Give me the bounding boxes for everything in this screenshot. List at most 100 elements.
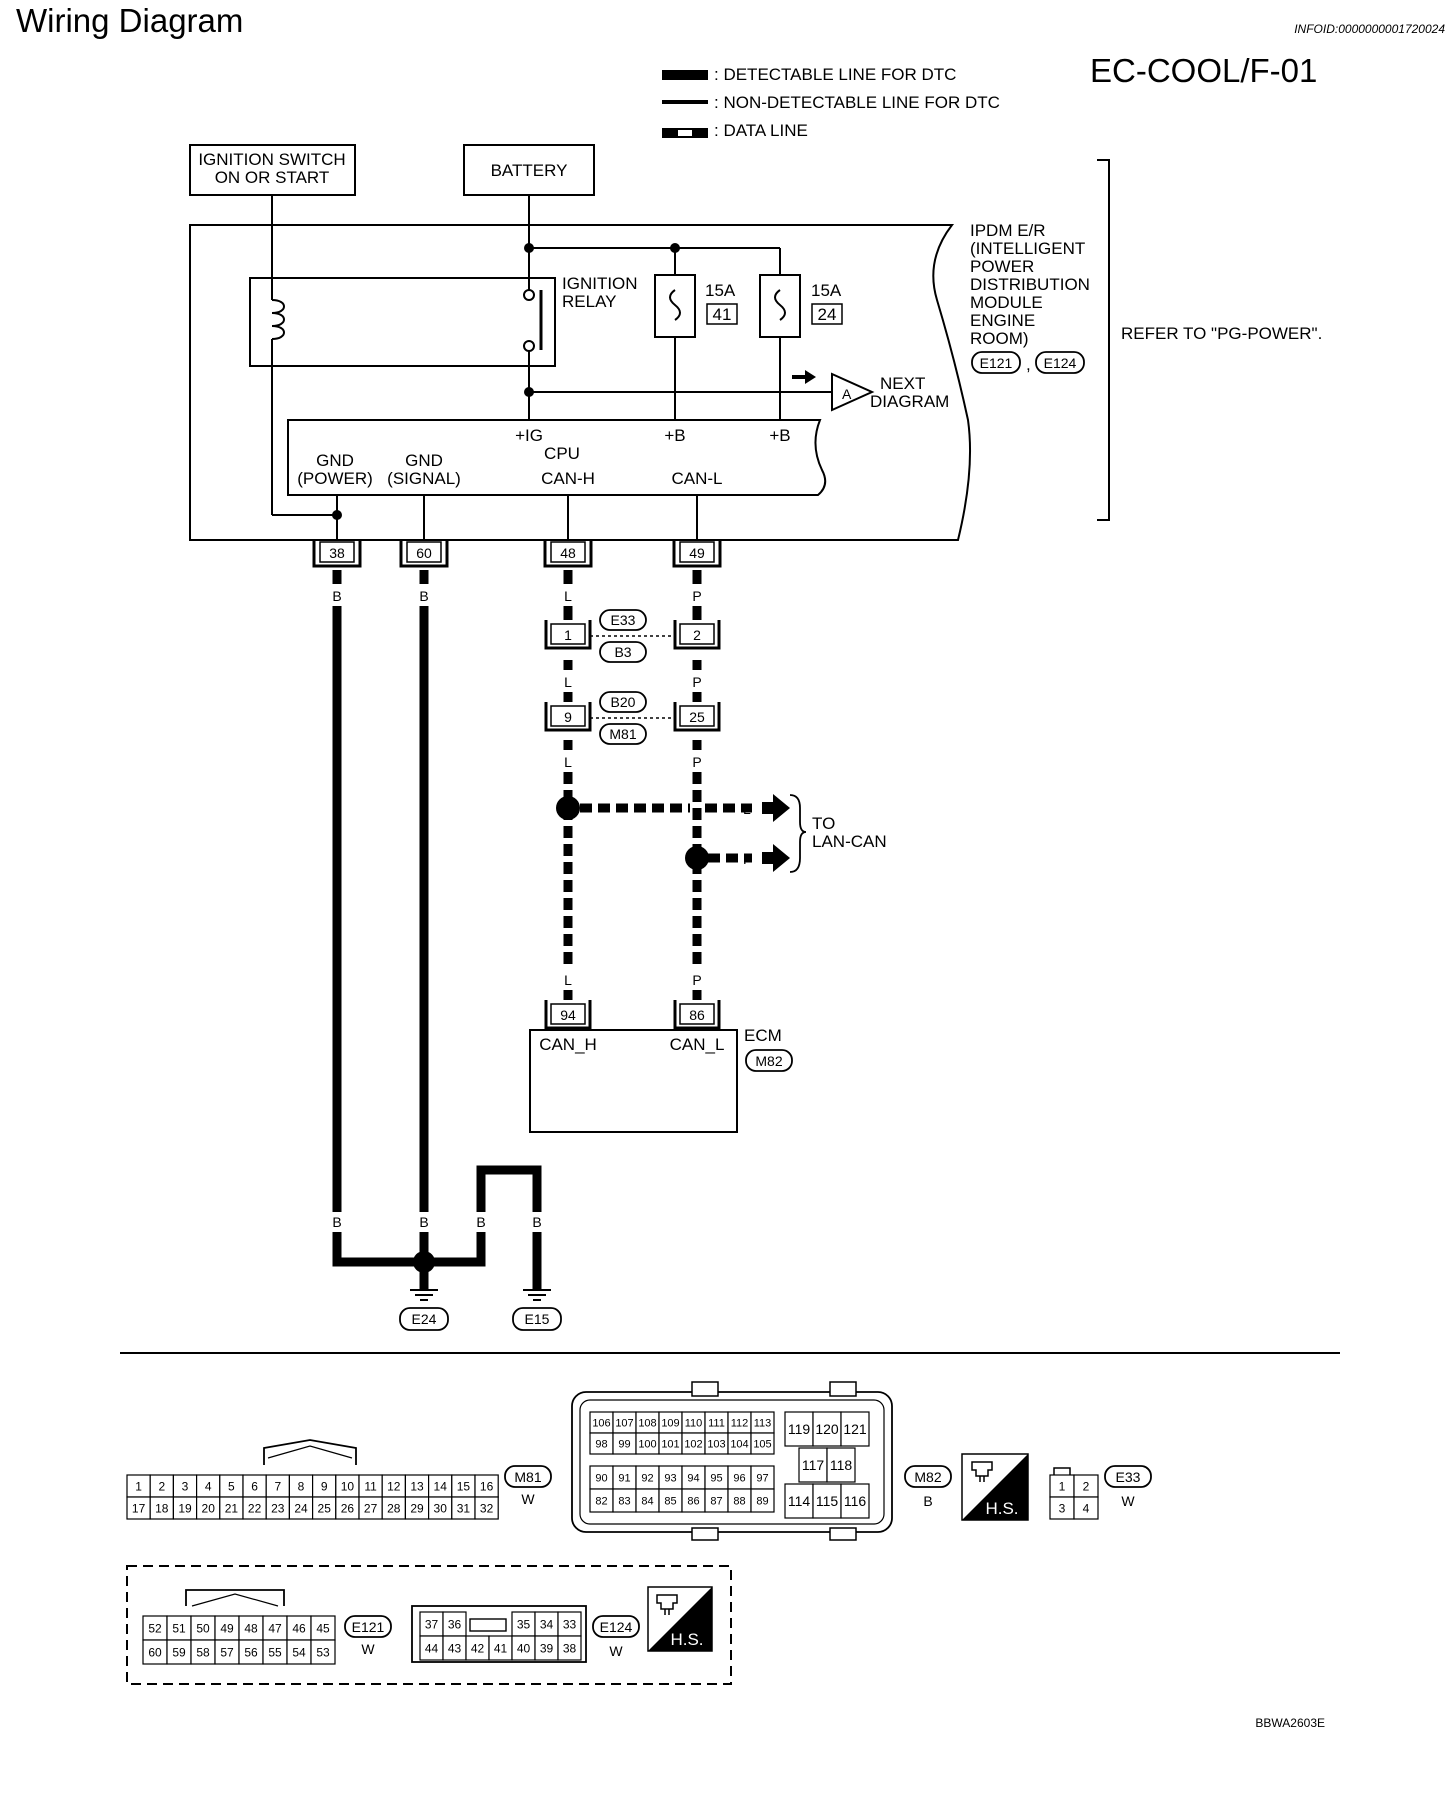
pin-number: 28 (387, 1501, 401, 1515)
pin-number: 53 (316, 1645, 330, 1659)
pin-number: 3 (1059, 1501, 1066, 1515)
hs-badge: H.S. (961, 1453, 1029, 1521)
pin-number: 109 (661, 1417, 679, 1429)
pin-number: 32 (480, 1501, 494, 1515)
pin-number: 37 (425, 1617, 439, 1631)
pin-number: 114 (788, 1493, 811, 1509)
ignition-switch-label-2: ON OR START (215, 168, 330, 187)
e124-color: W (609, 1643, 623, 1659)
wire-color-48: L (564, 588, 572, 604)
cpu-title: CPU (544, 444, 580, 463)
legend: : DETECTABLE LINE FOR DTC : NON-DETECTAB… (662, 65, 1000, 140)
pin-number: 25 (318, 1501, 332, 1515)
pin-number: 14 (434, 1479, 448, 1493)
pin-number: 8 (298, 1479, 305, 1493)
ground-e24: E24 (399, 1289, 449, 1331)
pin-number: 83 (618, 1495, 630, 1507)
pin-number: 9 (321, 1479, 328, 1493)
ecm-wire-p: P (692, 972, 701, 988)
cpu-input-b1: +B (664, 426, 685, 445)
legend-thin-swatch (662, 100, 708, 104)
e33-color: W (1121, 1493, 1135, 1509)
can-l-splice (685, 846, 709, 870)
pin-number: 112 (731, 1417, 749, 1429)
pin-cell (798, 1447, 828, 1483)
pin-number: 93 (664, 1472, 676, 1484)
pin-number: 11 (364, 1479, 377, 1493)
next-diagram-marker-shape (831, 372, 875, 412)
ground-wire-color-3: B (476, 1214, 485, 1230)
joint1-wire-l: L (564, 674, 572, 690)
legend-data-label: : DATA LINE (714, 121, 808, 140)
fuse-41: 15A 41 (654, 274, 738, 338)
pin-number: 86 (687, 1495, 699, 1507)
pin-number: 94 (687, 1472, 699, 1484)
joint1-right-pin: 2 (693, 627, 701, 643)
pin-number: 17 (132, 1501, 146, 1515)
pin-cell (214, 1639, 240, 1665)
ipdm-name-7: ROOM) (970, 329, 1029, 348)
pin-number: 23 (271, 1501, 285, 1515)
branch-arrow-l-icon (762, 794, 790, 822)
pin-cell (142, 1615, 168, 1641)
relay-contact-icon-2 (523, 340, 535, 352)
ipdm-name-1: IPDM E/R (970, 221, 1046, 240)
joint2-bottom-connector: M81 (609, 726, 636, 742)
ipdm-outline (189, 224, 972, 541)
joint1-wire-p: P (692, 674, 701, 690)
pin-number: 50 (196, 1621, 210, 1635)
relay-label-2: RELAY (562, 292, 617, 311)
pin-number: 30 (434, 1501, 448, 1515)
pin-number: 85 (664, 1495, 676, 1507)
joint2-top-connector: B20 (611, 694, 636, 710)
pin-cell (750, 1432, 775, 1455)
diagram-code: EC-COOL/F-01 (1090, 52, 1317, 89)
pin-number: 117 (802, 1457, 825, 1473)
pin-number: 13 (410, 1479, 424, 1493)
pin-number: 110 (685, 1417, 703, 1429)
e121-id: E121 (352, 1619, 385, 1635)
ipdm-pin-60: 60 (399, 540, 449, 568)
wire-color-60: B (419, 588, 428, 604)
figure-code: BBWA2603E (1255, 1716, 1325, 1730)
pin-number: 88 (733, 1495, 745, 1507)
ecm-wire-l: L (564, 972, 572, 988)
ecm-box (529, 1029, 738, 1133)
cpu-input-b2: +B (769, 426, 790, 445)
ipdm-name-2: (INTELLIGENT (970, 239, 1085, 258)
pin-cell (310, 1639, 336, 1665)
fuse-icon (669, 289, 681, 321)
branch-arrow-p-icon (762, 844, 790, 872)
m81-color: W (521, 1491, 535, 1507)
cpu-terminal-gnd-power-2: (POWER) (297, 469, 373, 488)
pin-38-label: 38 (329, 545, 345, 561)
pin-number: 22 (248, 1501, 262, 1515)
hs-badge-2: H.S. (647, 1586, 713, 1652)
relay-box (249, 277, 556, 367)
legend-thick-swatch (662, 70, 708, 80)
ipdm-refer: REFER TO "PG-POWER". (1121, 324, 1322, 343)
fuse-icon (774, 289, 786, 321)
pin-number: 27 (364, 1501, 378, 1515)
pin-number: 40 (517, 1641, 531, 1655)
pin-60-label: 60 (416, 545, 432, 561)
pin-cell (474, 1496, 499, 1520)
pin-number: 92 (641, 1472, 653, 1484)
hs-connector-icon (656, 1594, 678, 1615)
hs-label-2: H.S. (670, 1630, 703, 1649)
next-diagram-arrow-icon (792, 370, 816, 384)
info-id: INFOID:0000000001720024 (1294, 22, 1445, 36)
pin-number: 118 (830, 1457, 853, 1473)
pin-number: 54 (292, 1645, 306, 1659)
battery-junction (524, 243, 534, 253)
dashed-connector-group (126, 1565, 732, 1685)
pin-number: 2 (1083, 1479, 1090, 1493)
fuse-junction (670, 243, 680, 253)
pin-number: 106 (592, 1417, 610, 1429)
